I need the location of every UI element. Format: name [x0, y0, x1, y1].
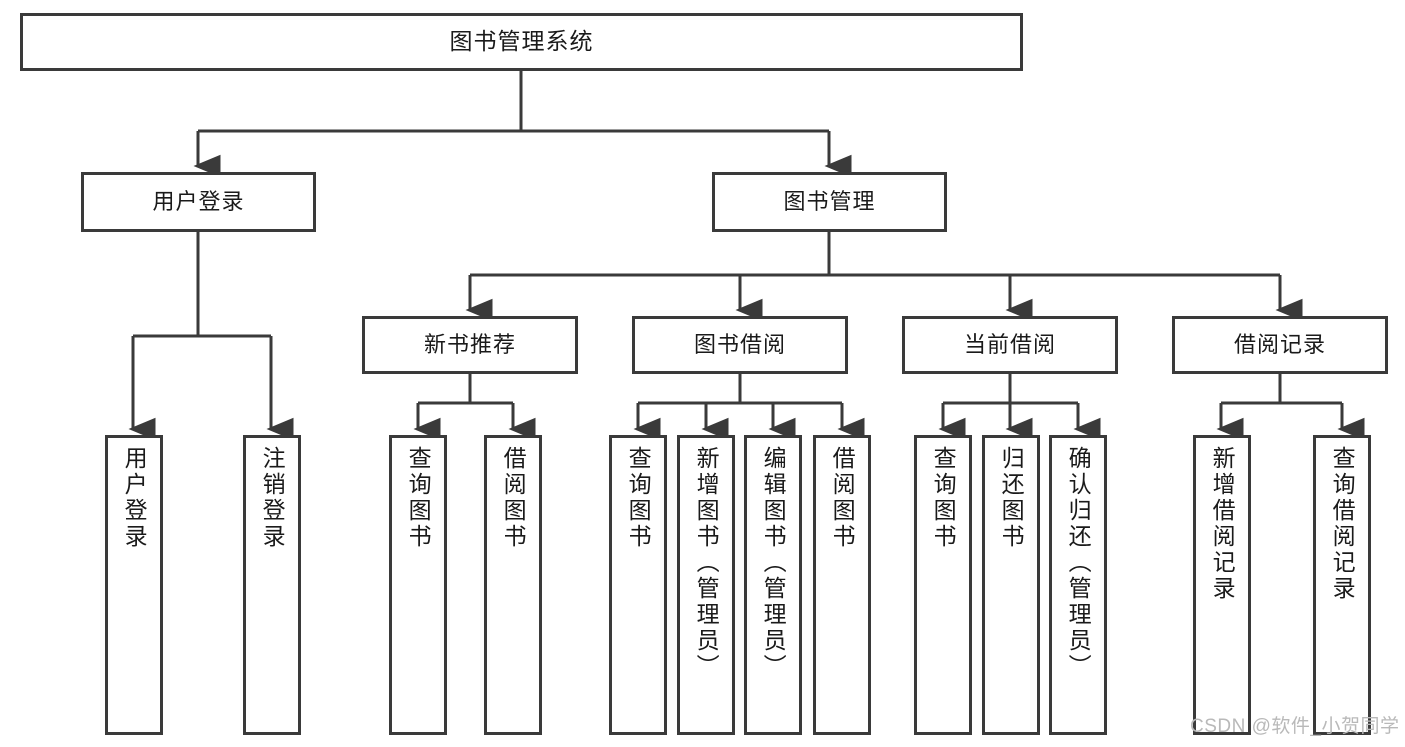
leaf-current-confirm-return-admin[interactable]: 确认归还（管理员）	[1049, 435, 1107, 735]
leaf-user-login-signout[interactable]: 注销登录	[243, 435, 301, 735]
leaf-borrow-edit-book-admin[interactable]: 编辑图书（管理员）	[744, 435, 802, 735]
leaf-records-add-record[interactable]: 新增借阅记录	[1193, 435, 1251, 735]
node-label: 查询图书	[625, 446, 652, 550]
node-label: 图书借阅	[693, 331, 786, 357]
node-borrow-records[interactable]: 借阅记录	[1172, 316, 1388, 374]
node-label: 编辑图书（管理员）	[760, 446, 787, 680]
leaf-current-query-book[interactable]: 查询图书	[914, 435, 972, 735]
node-label: 借阅记录	[1233, 331, 1326, 357]
node-current-borrow[interactable]: 当前借阅	[902, 316, 1118, 374]
leaf-current-return-book[interactable]: 归还图书	[982, 435, 1040, 735]
node-label: 图书管理系统	[449, 28, 594, 55]
node-label: 用户登录	[121, 446, 148, 550]
node-label: 借阅图书	[829, 446, 856, 550]
node-label: 图书管理	[783, 188, 876, 214]
node-label: 查询图书	[405, 446, 432, 550]
node-label: 借阅图书	[500, 446, 527, 550]
node-user-login[interactable]: 用户登录	[81, 172, 316, 232]
node-label: 当前借阅	[963, 331, 1056, 357]
node-label: 归还图书	[998, 446, 1025, 550]
node-label: 查询借阅记录	[1329, 446, 1356, 602]
leaf-records-query-record[interactable]: 查询借阅记录	[1313, 435, 1371, 735]
node-label: 新增借阅记录	[1209, 446, 1236, 602]
leaf-recommend-query-book[interactable]: 查询图书	[389, 435, 447, 735]
node-label: 查询图书	[930, 446, 957, 550]
node-new-book-recommend[interactable]: 新书推荐	[362, 316, 578, 374]
leaf-borrow-borrow-book[interactable]: 借阅图书	[813, 435, 871, 735]
leaf-borrow-query-book[interactable]: 查询图书	[609, 435, 667, 735]
node-book-borrow[interactable]: 图书借阅	[632, 316, 848, 374]
node-book-management[interactable]: 图书管理	[712, 172, 947, 232]
node-label: 确认归还（管理员）	[1065, 446, 1092, 680]
node-label: 新书推荐	[423, 331, 516, 357]
node-root-system[interactable]: 图书管理系统	[20, 13, 1023, 71]
leaf-recommend-borrow-book[interactable]: 借阅图书	[484, 435, 542, 735]
csdn-watermark: CSDN @软件_小贺同学	[1190, 716, 1400, 737]
node-label: 新增图书（管理员）	[693, 446, 720, 680]
node-label: 用户登录	[152, 188, 245, 214]
leaf-user-login-signin[interactable]: 用户登录	[105, 435, 163, 735]
leaf-borrow-add-book-admin[interactable]: 新增图书（管理员）	[677, 435, 735, 735]
node-label: 注销登录	[259, 446, 286, 550]
